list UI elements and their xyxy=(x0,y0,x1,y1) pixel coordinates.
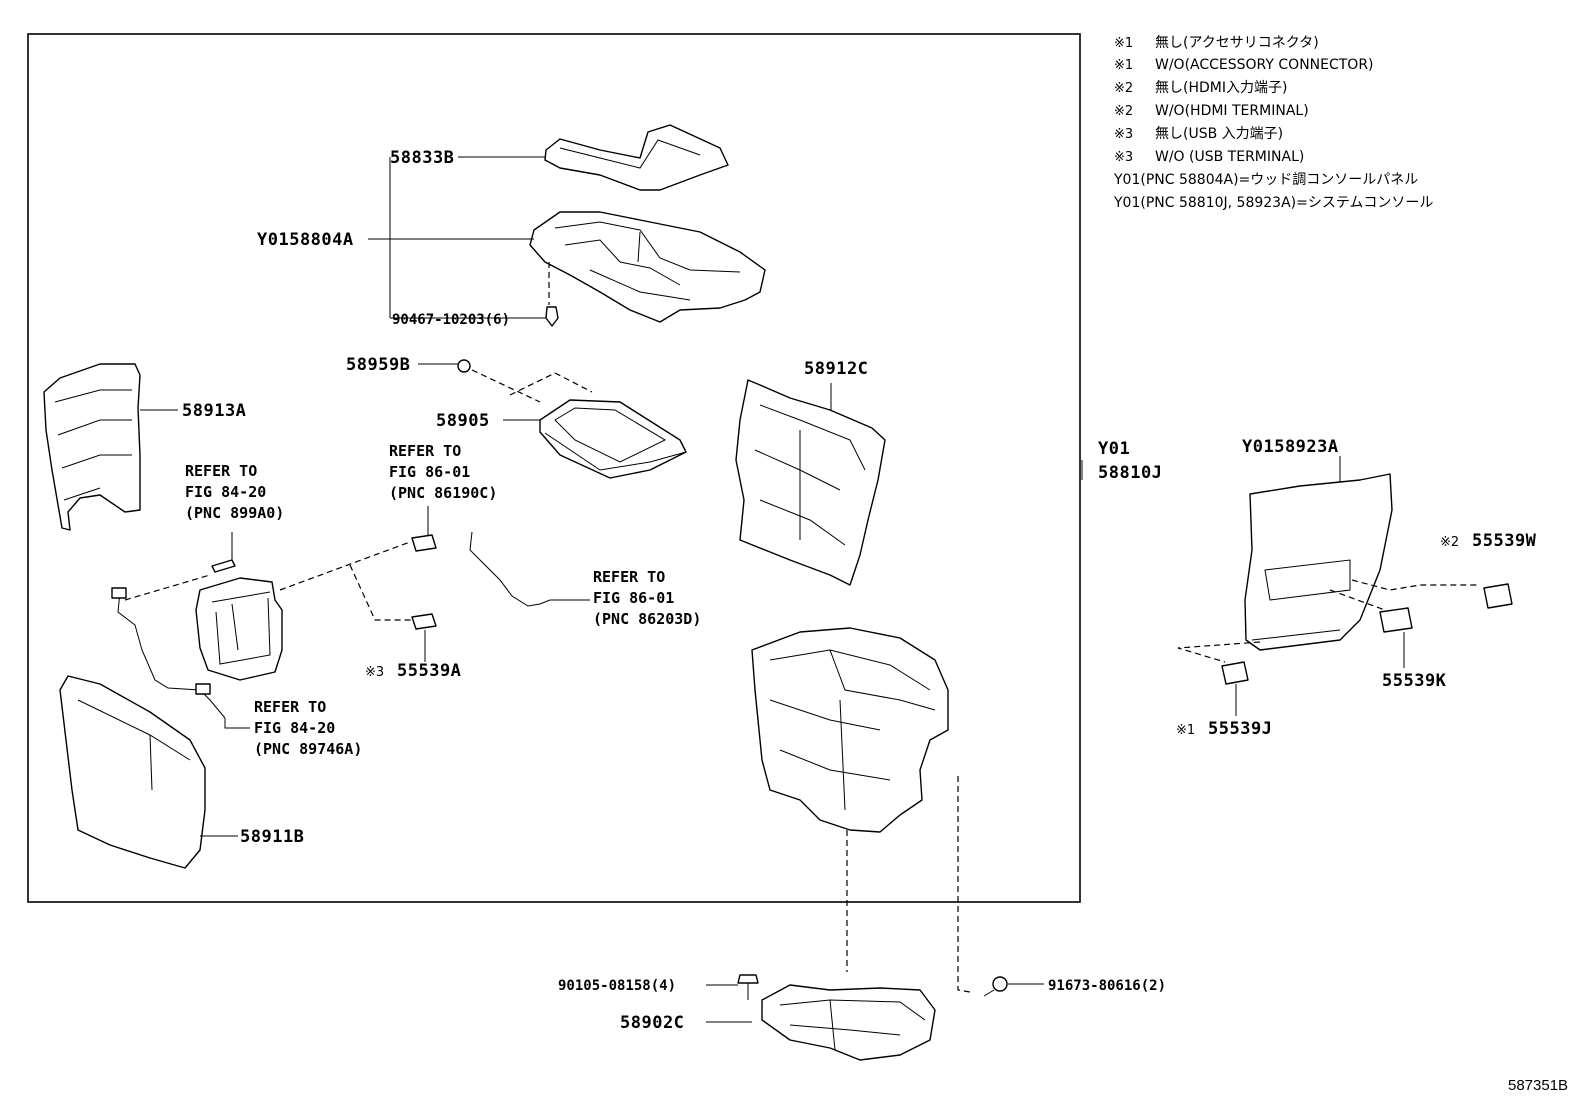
note-text: W/O (USB TERMINAL) xyxy=(1155,149,1304,165)
usb-port-drawing xyxy=(411,534,437,552)
diagram-code: 587351B xyxy=(1508,1077,1568,1094)
note-mark-55539A: ※3 xyxy=(365,665,384,680)
refer-line: REFER TO xyxy=(185,462,257,480)
refer-note-89746A: REFER TO FIG 84-20 (PNC 89746A) xyxy=(254,698,362,758)
note-mark: ※2 xyxy=(1114,104,1133,119)
notes-block: ※1 無し(アクセサリコネクタ) ※1 W/O(ACCESSORY CONNEC… xyxy=(1113,35,1433,211)
note-text: 無し(HDMI入力端子) xyxy=(1155,80,1287,96)
part-label-58911B: 58911B xyxy=(240,827,304,847)
wire-harness xyxy=(117,591,226,719)
clip-58959B-drawing xyxy=(457,359,471,373)
part-55539J-drawing xyxy=(1221,661,1249,685)
refer-line: REFER TO xyxy=(593,568,665,586)
refer-line: (PNC 86203D) xyxy=(593,610,701,628)
cable-86203D xyxy=(469,531,551,607)
part-55539A-drawing xyxy=(411,613,437,630)
note-mark: ※2 xyxy=(1114,81,1133,96)
part-55539W-drawing xyxy=(1483,583,1513,609)
part-label-58913A: 58913A xyxy=(182,401,246,421)
part-label-55539K: 55539K xyxy=(1382,671,1447,691)
part-label-Y01: Y01 xyxy=(1098,439,1130,459)
part-label-90467-10203: 90467-10203(6) xyxy=(392,312,510,328)
refer-line: (PNC 86190C) xyxy=(389,484,497,502)
part-label-Y0158923A: Y0158923A xyxy=(1242,437,1339,457)
refer-line: (PNC 899A0) xyxy=(185,504,284,522)
part-label-90105-08158: 90105-08158(4) xyxy=(558,978,676,994)
bolt-91673-drawing xyxy=(983,976,1008,997)
note-text: 無し(USB 入力端子) xyxy=(1155,126,1283,142)
part-label-58959B: 58959B xyxy=(346,355,410,375)
refer-line: FIG 84-20 xyxy=(185,483,266,501)
console-bracket-drawing xyxy=(195,559,283,681)
part-label-55539A: 55539A xyxy=(397,661,461,681)
note-mark: ※1 xyxy=(1114,58,1133,73)
refer-line: REFER TO xyxy=(389,442,461,460)
assembly-frame xyxy=(27,33,1081,903)
part-label-58912C: 58912C xyxy=(804,359,868,379)
part-58911B-drawing xyxy=(59,675,206,869)
bolt-90105-drawing xyxy=(737,974,759,1000)
refer-note-86203D: REFER TO FIG 86-01 (PNC 86203D) xyxy=(593,568,701,628)
note-text: Y01(PNC 58804A)=ウッド調コンソールパネル xyxy=(1113,172,1418,188)
note-text: 無し(アクセサリコネクタ) xyxy=(1155,35,1319,51)
refer-line: FIG 86-01 xyxy=(593,589,674,607)
part-58913A-drawing xyxy=(43,363,141,531)
clip-90467-drawing xyxy=(545,306,559,327)
part-label-58833B: 58833B xyxy=(390,148,454,168)
note-mark: ※3 xyxy=(1114,150,1133,165)
part-58902C-drawing xyxy=(761,984,936,1061)
part-55539K-drawing xyxy=(1379,607,1413,633)
refer-note-86190C: REFER TO FIG 86-01 (PNC 86190C) xyxy=(389,442,497,502)
refer-line: FIG 84-20 xyxy=(254,719,335,737)
note-text: W/O(HDMI TERMINAL) xyxy=(1155,103,1309,119)
refer-line: (PNC 89746A) xyxy=(254,740,362,758)
part-58912C-drawing xyxy=(735,379,886,586)
note-mark: ※1 xyxy=(1114,36,1133,51)
part-label-55539J: 55539J xyxy=(1208,719,1272,739)
part-label-58810J: 58810J xyxy=(1098,463,1162,483)
note-text: W/O(ACCESSORY CONNECTOR) xyxy=(1155,57,1374,73)
part-Y0158804A-drawing xyxy=(529,211,766,323)
note-mark-55539J: ※1 xyxy=(1176,723,1195,738)
part-label-55539W: 55539W xyxy=(1472,531,1537,551)
part-label-91673-80616: 91673-80616(2) xyxy=(1048,978,1166,994)
note-mark-55539W: ※2 xyxy=(1440,535,1459,550)
part-label-58905: 58905 xyxy=(436,411,490,431)
refer-line: REFER TO xyxy=(254,698,326,716)
refer-note-899A0: REFER TO FIG 84-20 (PNC 899A0) xyxy=(185,462,284,522)
part-58833B-drawing xyxy=(544,124,729,191)
part-Y01-58810J-drawing xyxy=(751,627,949,833)
part-58905-drawing xyxy=(539,399,687,479)
note-text: Y01(PNC 58810J, 58923A)=システムコンソール xyxy=(1113,195,1433,211)
part-Y0158923A-drawing xyxy=(1244,473,1393,651)
part-label-58902C: 58902C xyxy=(620,1013,684,1033)
refer-line: FIG 86-01 xyxy=(389,463,470,481)
part-label-Y0158804A: Y0158804A xyxy=(257,230,354,250)
note-mark: ※3 xyxy=(1114,127,1133,142)
